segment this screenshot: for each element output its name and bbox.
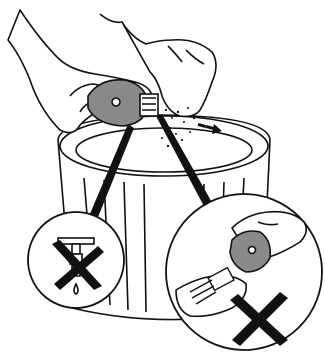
brush-panel [166,194,322,350]
faucet-panel [28,212,124,308]
filter-icon [230,231,270,272]
